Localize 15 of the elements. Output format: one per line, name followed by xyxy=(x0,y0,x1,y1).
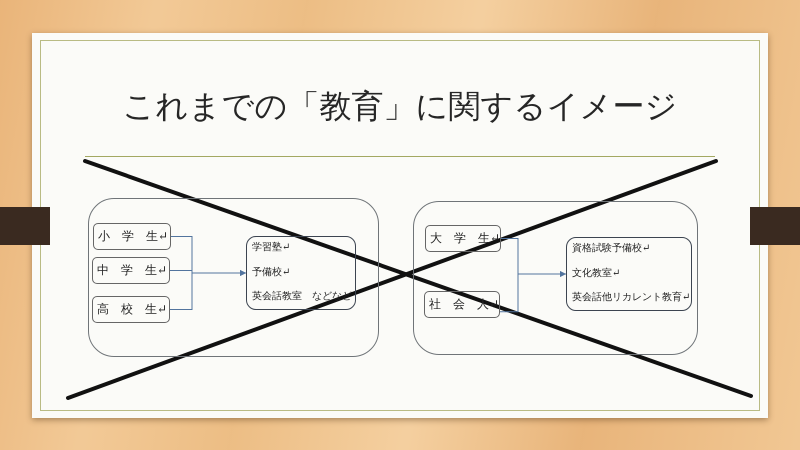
connector-arrow xyxy=(500,271,566,312)
list-item-text: 英会話他リカレント教育↵ xyxy=(572,291,687,304)
label-box: 中 学 生↵ xyxy=(92,257,170,284)
list-item-text: 文化教室↵ xyxy=(572,266,622,280)
list-box xyxy=(246,236,356,310)
list-box xyxy=(566,237,692,311)
slide-title: これまでの「教育」に関するイメージ xyxy=(122,86,678,127)
group-panel xyxy=(413,201,698,355)
connector-arrow xyxy=(170,270,246,310)
label-box: 高 校 生↵ xyxy=(92,296,170,323)
group-panel xyxy=(88,198,379,357)
list-item-text: 資格試験予備校↵ xyxy=(572,242,652,255)
list-item-text: 学習塾↵ xyxy=(252,241,292,254)
label-box: 小 学 生↵ xyxy=(93,223,171,250)
list-item-text: 予備校↵ xyxy=(252,266,292,278)
